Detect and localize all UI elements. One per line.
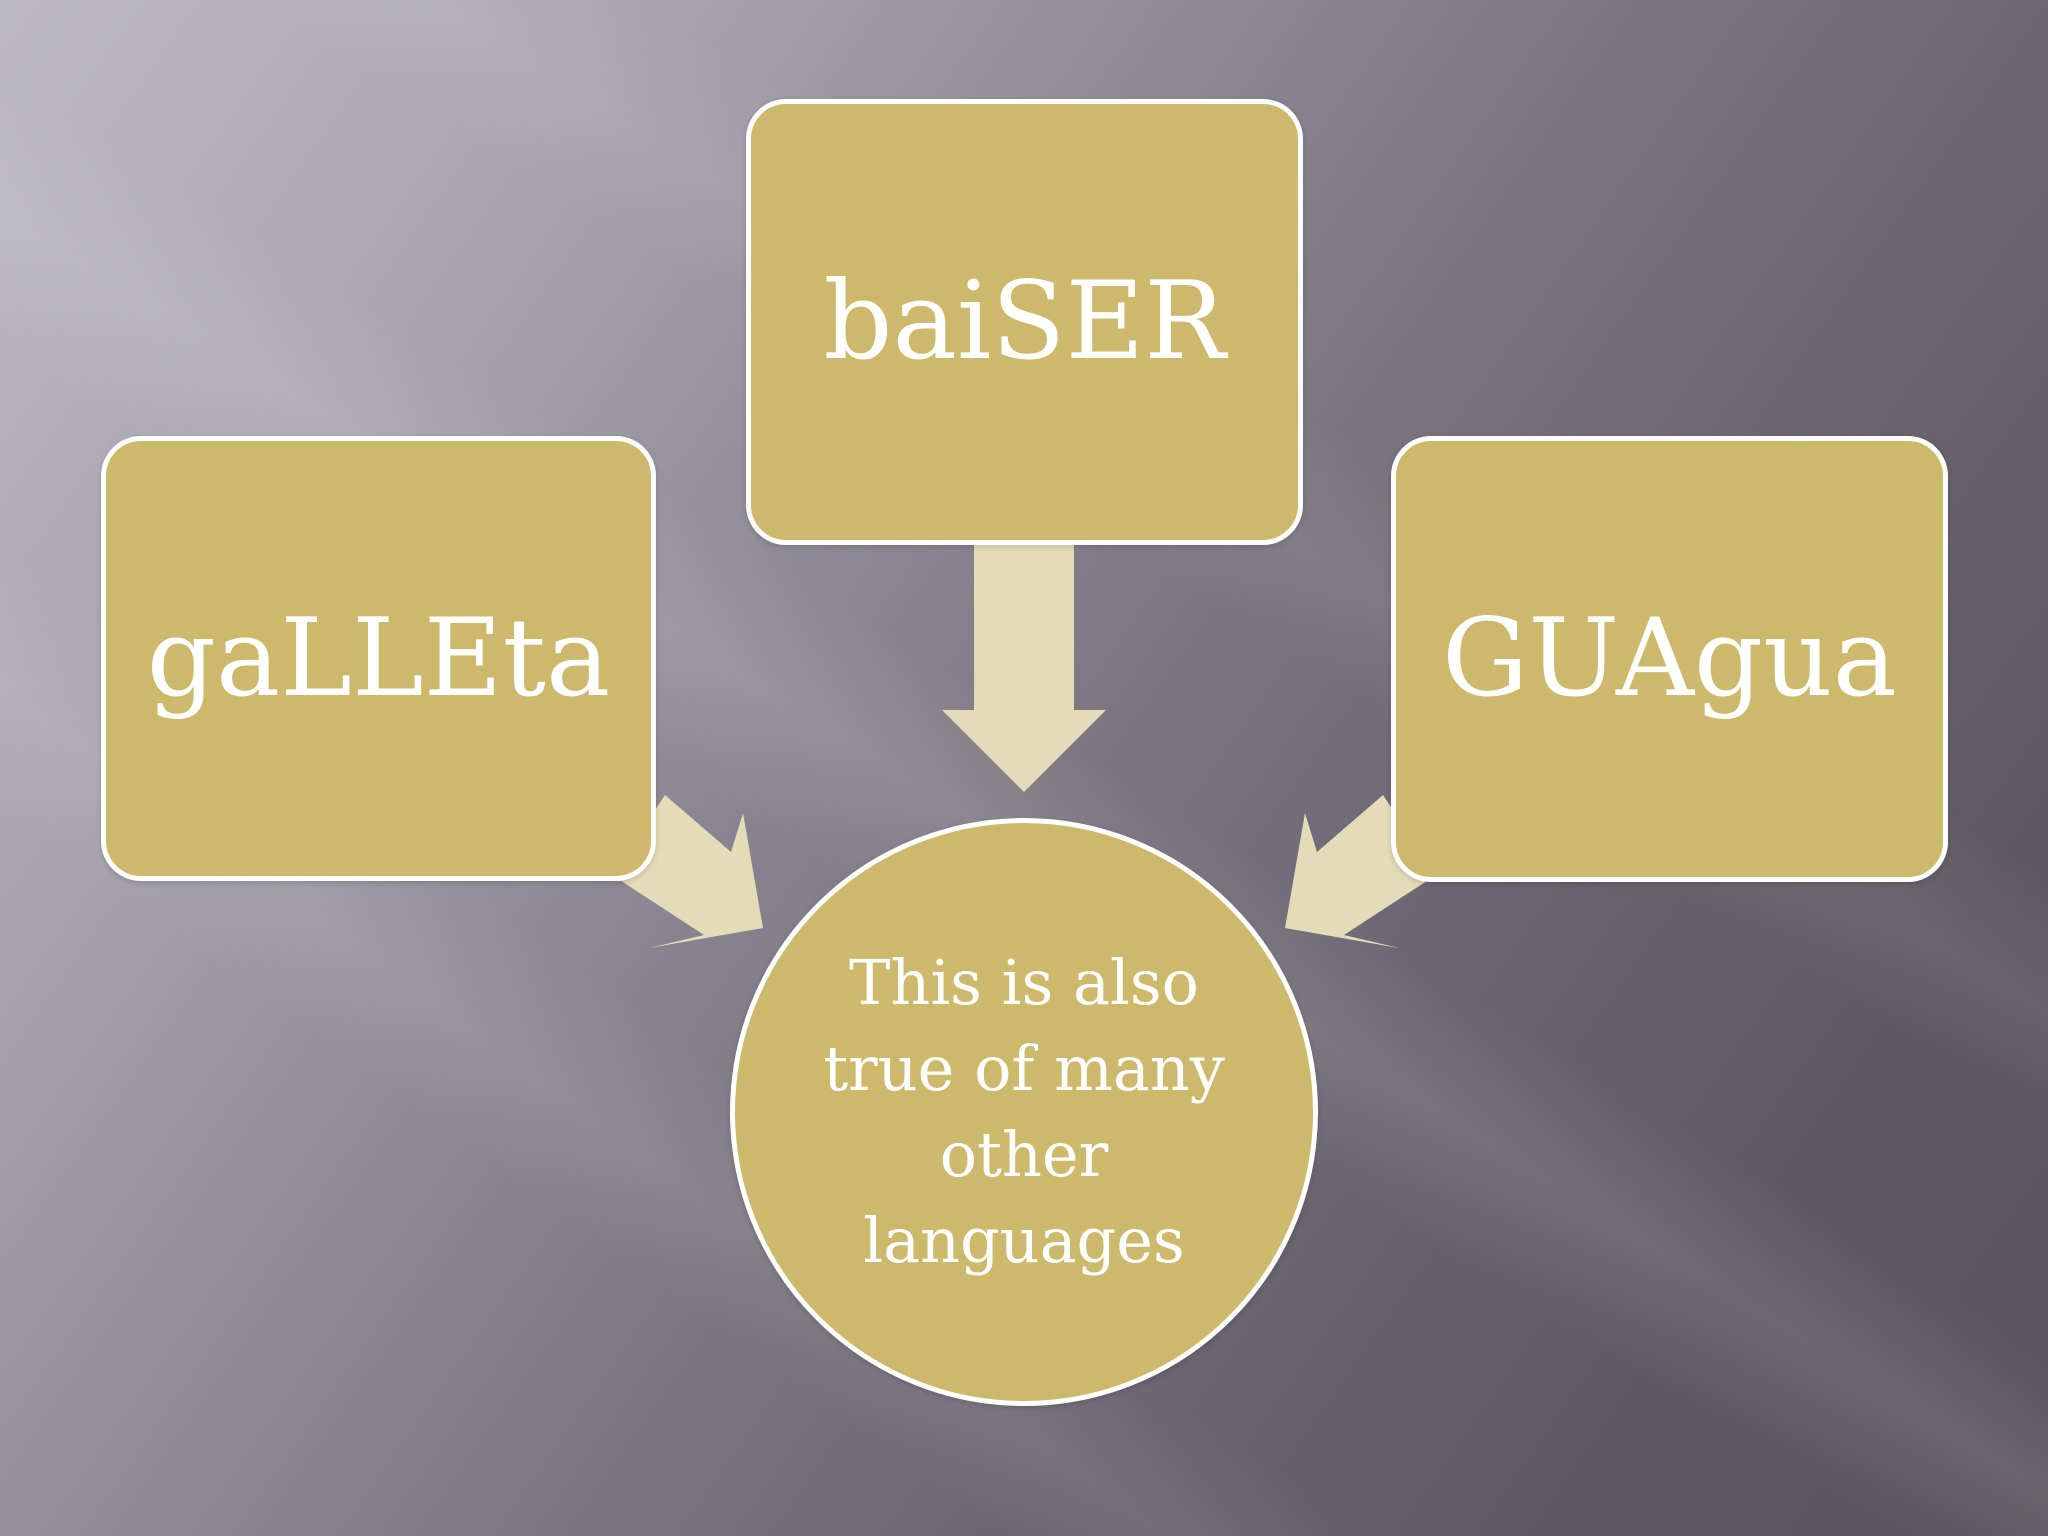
node-center-label: This is also true of many other language… bbox=[823, 946, 1225, 1277]
node-guagua: GUAgua bbox=[1391, 436, 1948, 882]
node-baiser: baiSER bbox=[746, 99, 1303, 545]
node-galleta: gaLLEta bbox=[101, 436, 656, 881]
node-baiser-label: baiSER bbox=[823, 259, 1226, 384]
node-galleta-label: gaLLEta bbox=[146, 595, 611, 721]
arrow-top-to-center bbox=[942, 545, 1106, 792]
node-center-circle: This is also true of many other language… bbox=[730, 818, 1318, 1406]
node-guagua-label: GUAgua bbox=[1441, 596, 1898, 721]
